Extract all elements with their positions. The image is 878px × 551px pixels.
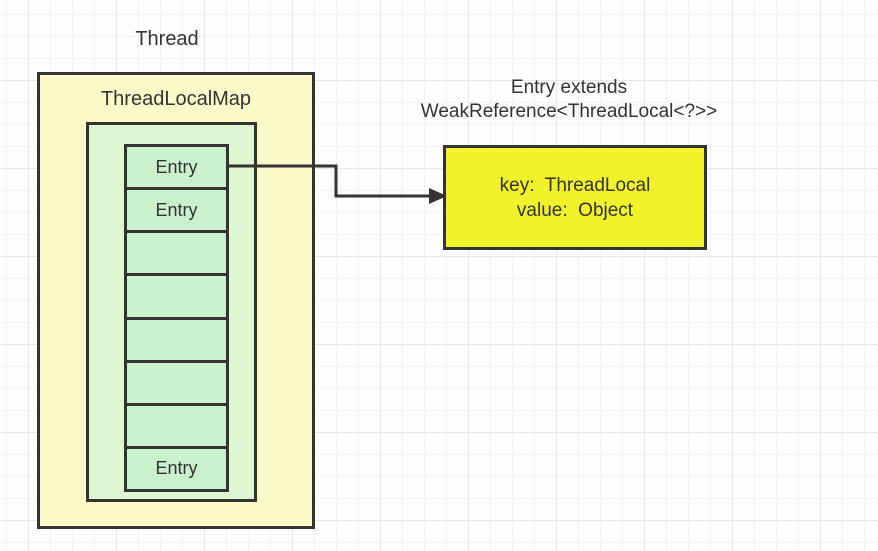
threadlocalmap-title: ThreadLocalMap — [100, 88, 252, 110]
entry-detail-box: key: ThreadLocal value: Object — [443, 145, 707, 250]
entry-extends-note-line1: Entry extends — [510, 77, 628, 98]
entry-cell — [124, 359, 229, 406]
entry-cell: Entry — [124, 187, 229, 234]
entry-cell: Entry — [124, 445, 229, 492]
entry-stack: Entry Entry Entry — [124, 144, 229, 492]
entry-cell — [124, 316, 229, 363]
entry-cell — [124, 230, 229, 277]
entry-cell — [124, 402, 229, 449]
entry-extends-note: Entry extends WeakReference<ThreadLocal<… — [374, 76, 764, 124]
thread-label: Thread — [135, 28, 199, 50]
entry-key-text: key: ThreadLocal — [499, 174, 651, 196]
entry-cell: Entry — [124, 144, 229, 191]
entry-extends-note-line2: WeakReference<ThreadLocal<?>> — [420, 101, 718, 122]
entry-value-text: value: Object — [516, 199, 634, 221]
entry-cell — [124, 273, 229, 320]
